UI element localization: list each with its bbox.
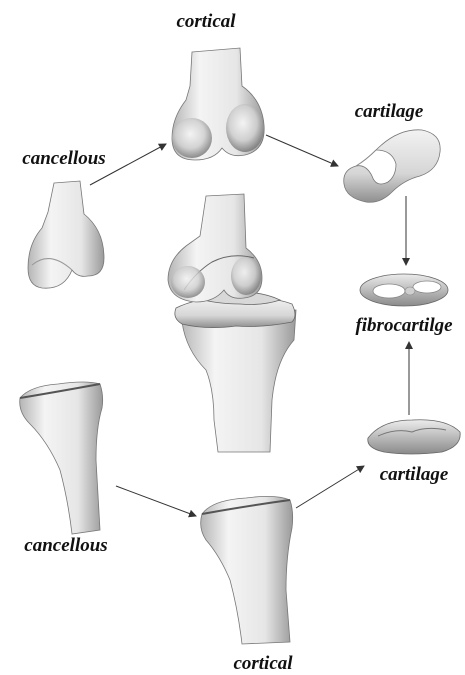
label-femur-cortical: cortical [176,11,236,32]
arrow-tibia-cancellous-to-cortical [116,486,196,516]
femur-cortical-shape [172,48,264,160]
assembled-knee-shape [168,194,296,452]
arrow-tibia-cortical-to-cartilage [296,466,364,508]
label-femur-cartilage: cartilage [355,101,424,122]
arrow-cortical-to-cartilage [266,135,338,166]
tibia-cartilage-shape [368,420,460,454]
femur-cancellous-shape [28,181,104,288]
femur-cartilage-shape [344,130,440,202]
label-femur-cancellous: cancellous [22,148,105,169]
label-tibia-cortical: cortical [233,653,293,674]
tibia-cancellous-shape [20,382,103,534]
tibia-cortical-shape [201,496,293,644]
label-meniscus: fibrocartilge [355,315,453,336]
label-tibia-cancellous: cancellous [24,535,107,556]
meniscus-shape [360,274,448,306]
label-tibia-cartilage: cartilage [380,464,449,485]
